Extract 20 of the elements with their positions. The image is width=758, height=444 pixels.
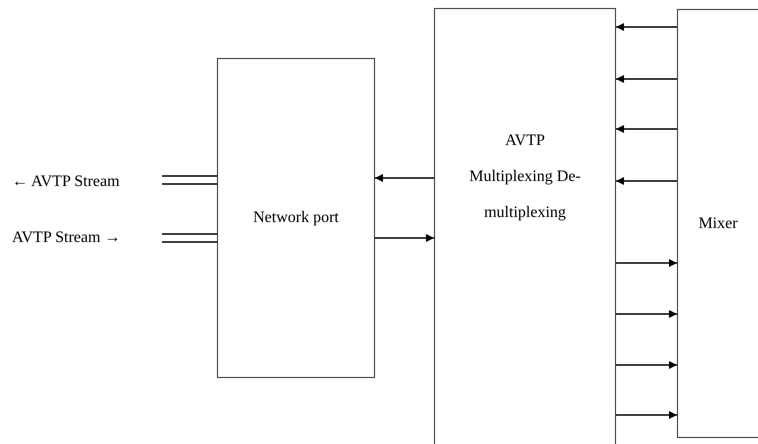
arrow xyxy=(616,177,677,185)
box-label: Mixer xyxy=(698,214,738,232)
arrow xyxy=(616,310,677,318)
process-box xyxy=(217,58,375,378)
arrow xyxy=(616,23,677,31)
arrow xyxy=(616,411,677,419)
box-label: AVTP Multiplexing De-multiplexing xyxy=(469,130,581,222)
process-box xyxy=(677,9,758,438)
arrow xyxy=(616,259,677,267)
process-box xyxy=(434,8,616,444)
stream-label: ← AVTP Stream xyxy=(12,172,160,192)
arrow xyxy=(616,361,677,369)
arrow xyxy=(616,125,677,133)
double-line-connector xyxy=(161,175,218,185)
arrow xyxy=(616,75,677,83)
arrow xyxy=(375,174,434,182)
arrow xyxy=(375,234,434,242)
stream-label: AVTP Stream → xyxy=(12,228,160,248)
box-label: Network port xyxy=(253,209,339,227)
double-line-connector xyxy=(161,233,218,243)
